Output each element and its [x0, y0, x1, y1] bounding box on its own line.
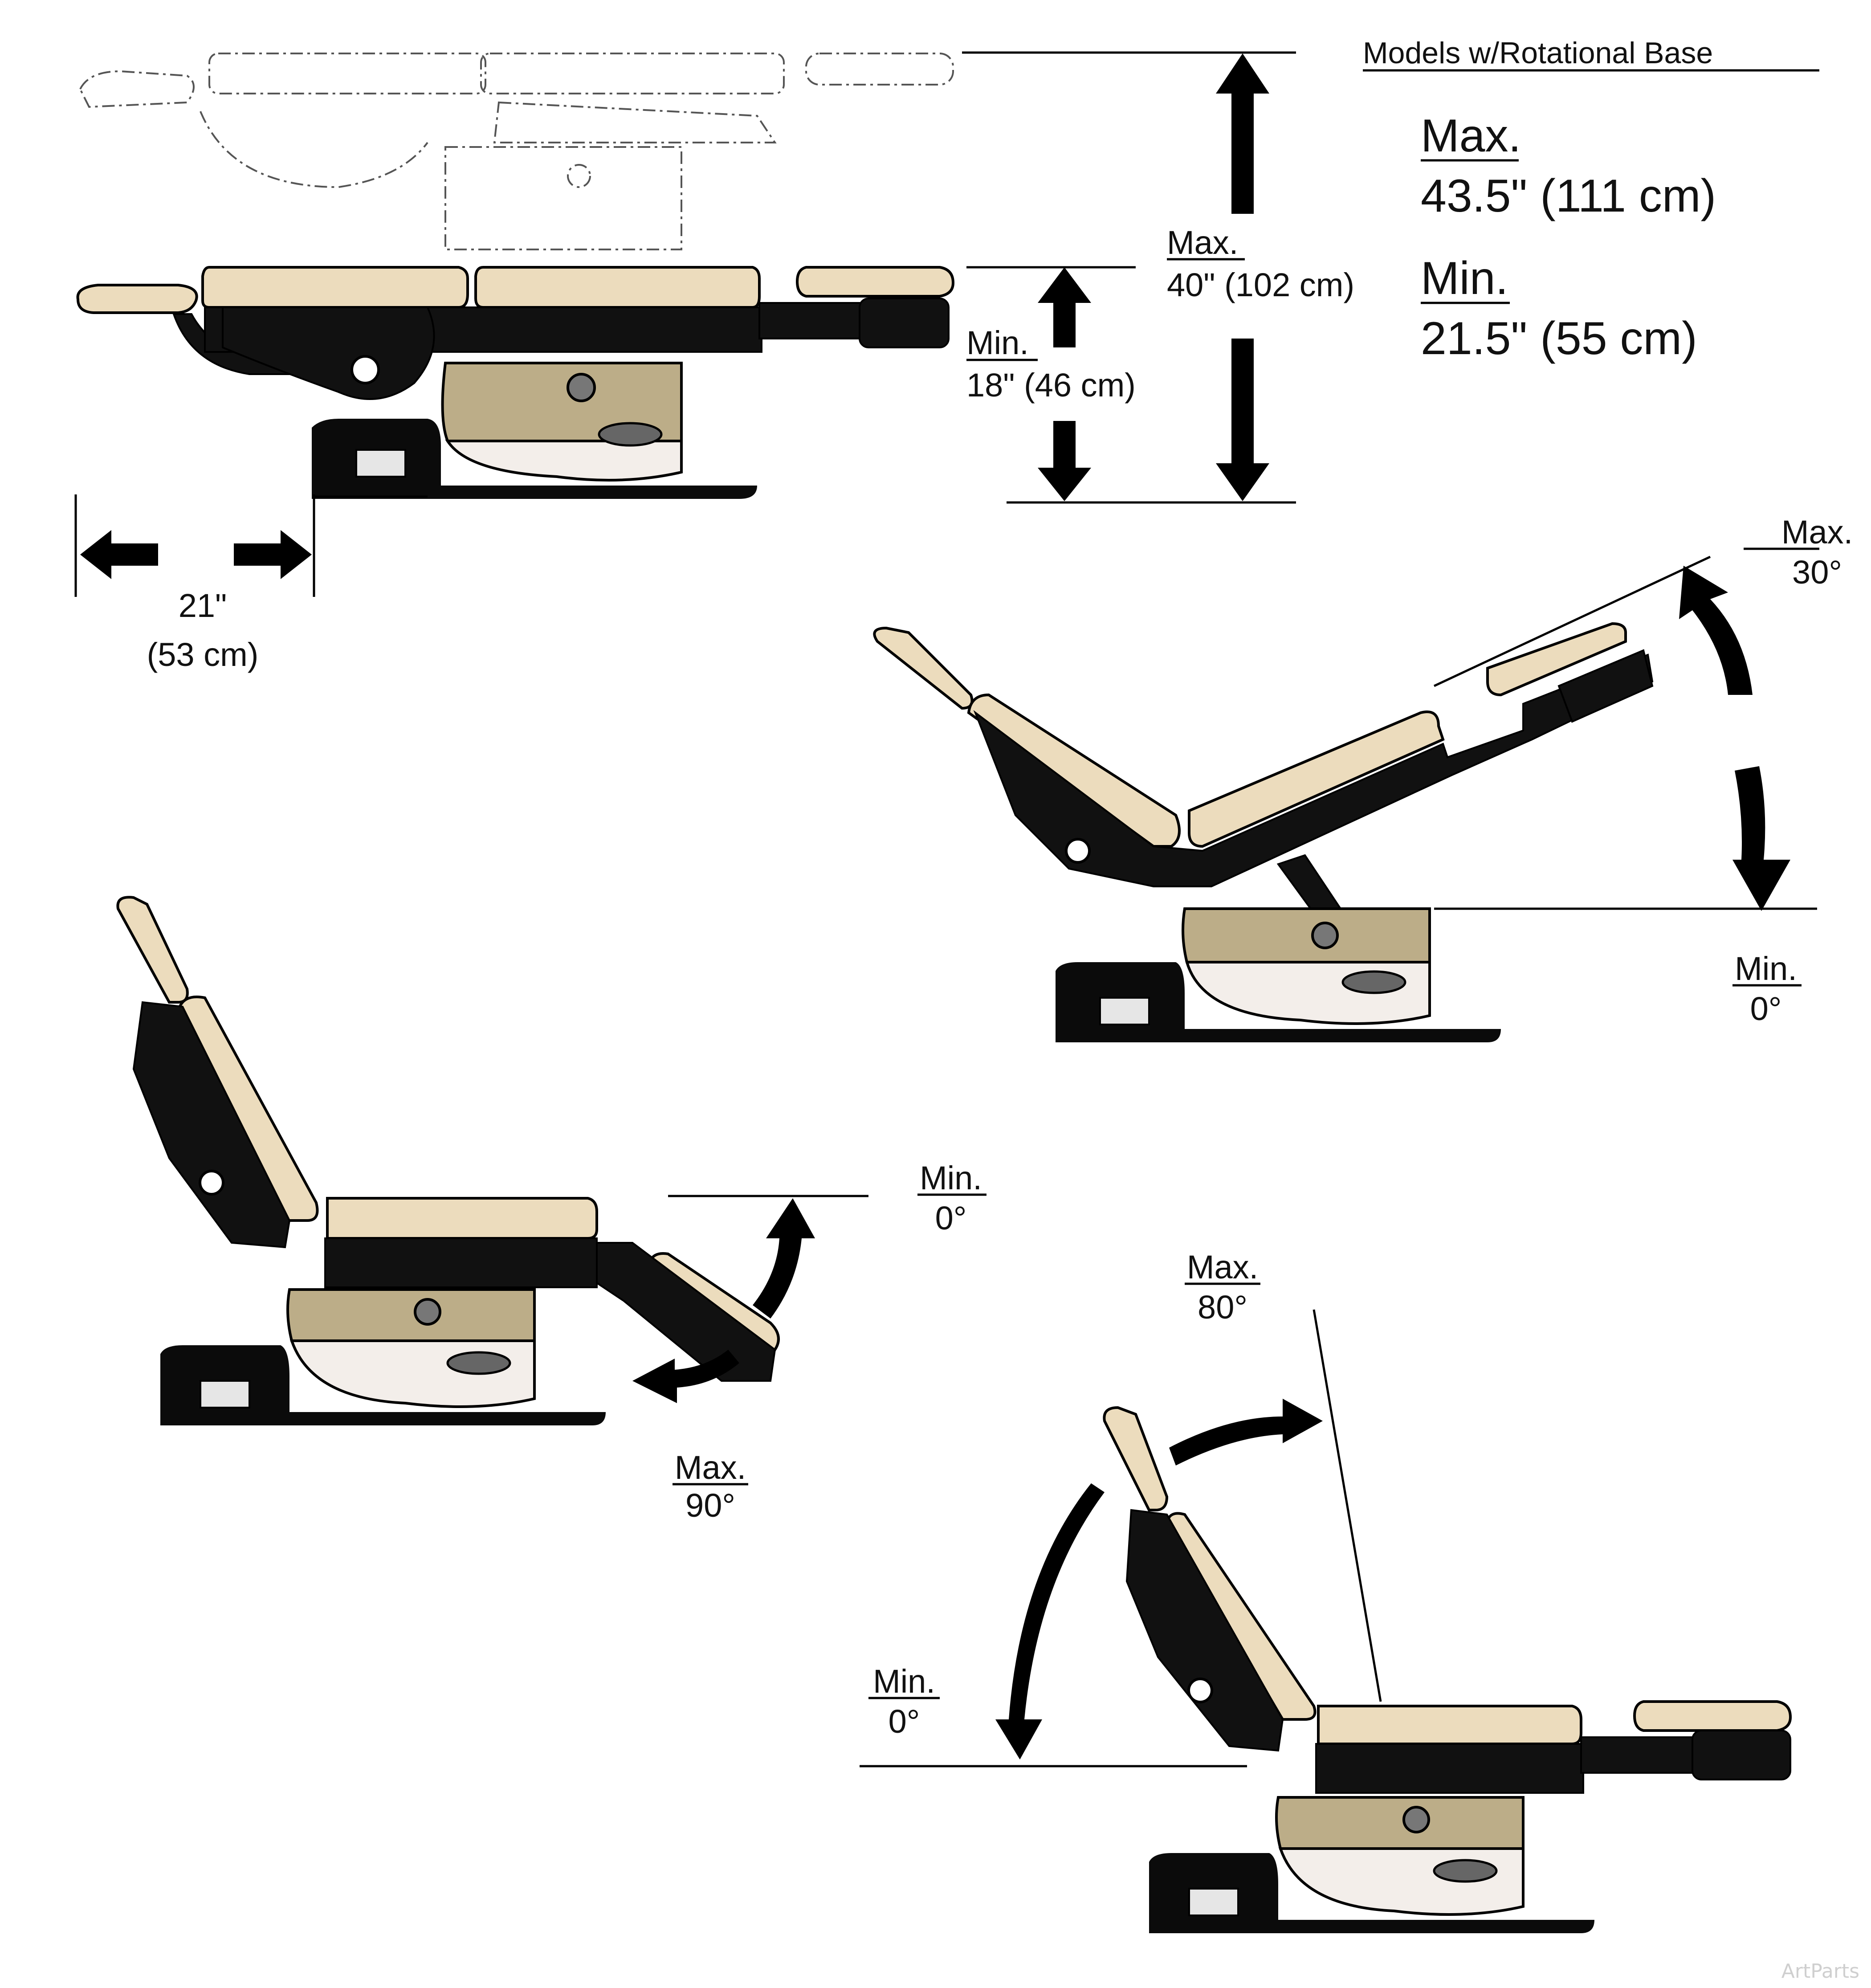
overall-max-value: 43.5" (111 cm): [1421, 170, 1716, 222]
back-fig-brand-badge: [1433, 1859, 1498, 1883]
table-min-value: 18" (46 cm): [966, 367, 1136, 404]
foot-fig-base-foot: [160, 1345, 606, 1425]
table-min-label: Min.: [966, 324, 1029, 361]
brand-badge: [598, 422, 663, 447]
back-fig-back-pad: [1165, 1512, 1317, 1721]
foot-fig-seat-frame: [324, 1237, 598, 1288]
foot-min-label: Min.: [920, 1159, 982, 1196]
back-fig-base-foot: [1149, 1853, 1594, 1933]
foot-fig-knob: [199, 1170, 224, 1196]
foot-fig-head-pad: [116, 896, 189, 1004]
tilt-back-pad: [967, 693, 1181, 848]
back-fig-seat-frame: [1315, 1743, 1584, 1794]
tilt-outlet-panel: [1099, 997, 1150, 1025]
back-knob: [351, 355, 380, 384]
foot-fig-base-shell: [289, 1339, 536, 1408]
back-fig-head-pad: [1103, 1406, 1169, 1511]
back-fig-back-frame: [1125, 1509, 1284, 1752]
outlet-panel: [355, 449, 406, 478]
back-fig-foot-pod: [1692, 1730, 1791, 1780]
foot-max-label: Max.: [675, 1449, 746, 1486]
foot-fig-seat-pad: [326, 1197, 598, 1240]
foot-arrow-up: [753, 1198, 815, 1319]
overall-max-label: Max.: [1421, 110, 1521, 162]
tilt-max-label: Max.: [1781, 514, 1853, 551]
tilt-column: [1276, 854, 1342, 914]
tilt-head-pad: [873, 626, 974, 710]
tilt-max-value: 30°: [1792, 554, 1842, 591]
tilt-base-knob: [1311, 922, 1339, 949]
tilt-pod: [1557, 649, 1654, 723]
rotation-arrow-left: [80, 530, 158, 579]
max-height-arrow-down: [1216, 339, 1269, 501]
tilt-arrow-down: [1732, 766, 1790, 911]
foot-arrow-down: [632, 1350, 739, 1403]
watermark: ArtParts: [1781, 1960, 1859, 1983]
table-max-value: 40" (102 cm): [1167, 266, 1354, 303]
max-height-arrow-up: [1216, 53, 1269, 214]
tilt-seat-pad: [1188, 710, 1445, 848]
rotation-inches: 21": [179, 587, 227, 624]
back-section-figure: [860, 1309, 1792, 1933]
base-foot: [312, 419, 757, 499]
foot-pod: [859, 298, 950, 348]
tilt-min-value: 0°: [1750, 990, 1782, 1027]
min-height-arrow-down: [1038, 421, 1091, 501]
rotation-cm: (53 cm): [147, 636, 259, 673]
table-max-label: Max.: [1167, 224, 1238, 261]
back-min-label: Min.: [873, 1663, 935, 1700]
foot-max-value: 90°: [685, 1487, 735, 1524]
back-arrow-min: [995, 1483, 1105, 1759]
back-fig-outlet-panel: [1188, 1888, 1239, 1916]
back-mechanism: [222, 306, 435, 400]
back-min-value: 0°: [889, 1703, 920, 1740]
seat-pad: [474, 266, 761, 309]
back-max-label: Max.: [1187, 1249, 1258, 1286]
foot-fig-base-knob: [414, 1298, 441, 1326]
foot-pad: [795, 266, 955, 298]
raised-table-ghost-outline: [79, 53, 954, 250]
overall-min-value: 21.5" (55 cm): [1421, 313, 1697, 364]
back-fig-base-shell: [1278, 1847, 1525, 1916]
foot-fig-foot-frame: [596, 1242, 776, 1382]
back-fig-seat-pad: [1317, 1705, 1582, 1745]
tilt-arrow-up: [1679, 566, 1753, 695]
back-fig-base-knob: [1402, 1806, 1430, 1833]
tilt-back-knob: [1065, 838, 1091, 864]
back-fig-knob: [1187, 1678, 1213, 1703]
overall-min-label: Min.: [1421, 253, 1508, 304]
tilt-frame: [973, 653, 1654, 887]
foot-fig-brand-badge: [446, 1351, 511, 1375]
tilt-figure: [873, 555, 1817, 1042]
back-fig-foot-extension: [1580, 1736, 1698, 1774]
back-arrow-max: [1169, 1399, 1323, 1465]
back-fig-base-cover: [1275, 1796, 1525, 1850]
rotation-arrow-right: [234, 530, 312, 579]
foot-section-figure: [116, 896, 868, 1425]
base-knob: [567, 373, 596, 402]
back-pad: [201, 266, 469, 309]
tilt-base-cover: [1182, 907, 1431, 963]
foot-fig-back-frame: [132, 1001, 291, 1249]
tilt-min-label: Min.: [1735, 950, 1797, 987]
tilt-brand-badge: [1341, 970, 1406, 994]
foot-fig-back-pad: [176, 996, 319, 1222]
foot-fig-base-cover: [286, 1288, 536, 1342]
tilt-base-shell: [1185, 961, 1431, 1025]
tilt-base-foot: [1056, 962, 1501, 1042]
head-pad: [76, 284, 198, 314]
foot-fig-outlet-panel: [200, 1380, 250, 1408]
foot-extension: [758, 302, 865, 339]
back-max-value: 80°: [1198, 1289, 1247, 1326]
foot-min-value: 0°: [935, 1200, 967, 1237]
min-height-arrow-up: [1038, 267, 1091, 347]
title-label: Models w/Rotational Base: [1363, 36, 1713, 70]
table-height-figure: [74, 51, 1296, 597]
tilt-foot-pad: [1486, 622, 1627, 697]
base-shell: [445, 440, 683, 482]
back-fig-foot-pad: [1633, 1700, 1792, 1732]
